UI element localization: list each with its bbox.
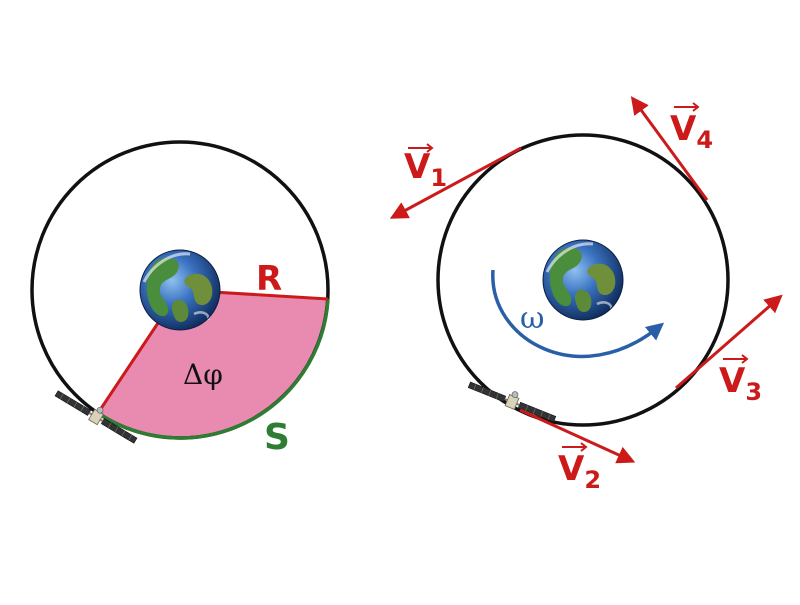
earth-icon bbox=[138, 248, 222, 332]
orbit-circle-right bbox=[436, 133, 730, 427]
vector-letter: V bbox=[404, 147, 431, 187]
right-diagram: ω V1 V2 V3 V4 bbox=[389, 96, 783, 494]
arc-s bbox=[97, 298, 330, 440]
radius-label: R bbox=[256, 259, 282, 299]
vector-subscript: 4 bbox=[696, 126, 713, 154]
svg-text:V2: V2 bbox=[558, 449, 601, 494]
svg-text:V3: V3 bbox=[719, 361, 762, 406]
velocity-vector-v2 bbox=[519, 408, 636, 464]
velocity-vector-v1 bbox=[389, 146, 522, 219]
svg-text:V1: V1 bbox=[404, 147, 447, 192]
omega-rotation-arrow bbox=[491, 269, 665, 358]
velocity-vector-v3 bbox=[675, 294, 783, 390]
vector-letter: V bbox=[670, 109, 697, 149]
vector-subscript: 1 bbox=[430, 164, 447, 192]
arc-length-label: S bbox=[264, 417, 290, 458]
vector-label-v1: V1 bbox=[404, 143, 447, 192]
earth-icon bbox=[541, 238, 625, 322]
vector-subscript: 3 bbox=[745, 378, 762, 406]
velocity-vector-v4 bbox=[630, 96, 709, 201]
angle-label: Δφ bbox=[183, 358, 223, 391]
vector-letter: V bbox=[719, 361, 746, 401]
vector-subscript: 2 bbox=[584, 466, 601, 494]
vector-label-v4: V4 bbox=[670, 102, 713, 154]
vector-letter: V bbox=[558, 449, 585, 489]
svg-text:V4: V4 bbox=[670, 109, 713, 154]
vector-label-v3: V3 bbox=[719, 354, 762, 406]
vector-label-v2: V2 bbox=[558, 442, 601, 494]
omega-label: ω bbox=[520, 301, 544, 336]
left-diagram: R Δφ S bbox=[30, 140, 330, 458]
